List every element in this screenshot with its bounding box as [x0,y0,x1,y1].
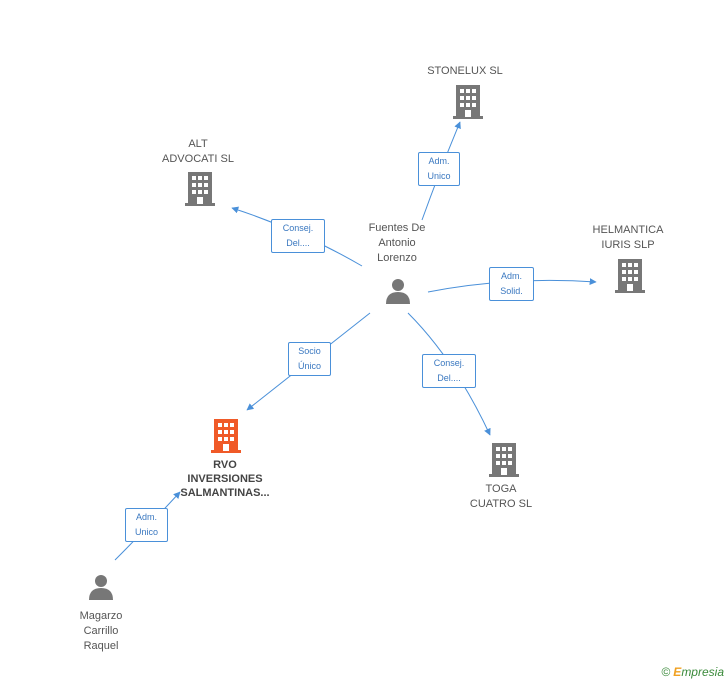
brand-footer[interactable]: ©Empresia [661,665,724,679]
edge-badge-helmantica-line-2: Solid. [500,286,523,296]
magarzo-label-line-1: Magarzo [79,610,123,622]
copyright-symbol: © [661,665,671,679]
edge-badge-stonelux[interactable]: Adm. Unico [418,152,460,186]
rvo-label-line-1: RVO [213,459,237,471]
edge-badge-helmantica[interactable]: Adm. Solid. [489,267,534,301]
building-icon[interactable] [489,443,519,482]
building-icon[interactable] [211,419,241,458]
toga-label-line-1: TOGA [485,483,517,495]
edge-badge-stonelux-line-2: Unico [427,171,451,181]
center-person-label[interactable]: Fuentes De Antonio Lorenzo [355,221,439,266]
magarzo-label-line-3: Raquel [83,640,119,652]
rvo-label[interactable]: RVO INVERSIONES SALMANTINAS... [160,458,290,500]
center-label-line-3: Lorenzo [377,252,417,264]
alt-label-line-2: ADVOCATI SL [162,153,234,165]
brand-name: mpresia [681,665,724,679]
edge-badge-toga-line-2: Del.... [437,373,461,383]
person-icon[interactable] [87,573,115,606]
rvo-label-line-2: INVERSIONES [187,473,263,485]
magarzo-label[interactable]: Magarzo Carrillo Raquel [59,609,143,654]
edge-badge-alt[interactable]: Consej. Del.... [271,219,325,253]
magarzo-label-line-2: Carrillo [83,625,119,637]
edge-badge-alt-line-1: Consej. [282,223,314,233]
helmantica-label[interactable]: HELMANTICA IURIS SLP [578,223,678,253]
alt-label-line-1: ALT [188,138,208,150]
brand-initial: E [673,665,682,679]
edge-badge-alt-line-2: Del.... [286,238,310,248]
toga-label-line-2: CUATRO SL [469,498,533,510]
rvo-label-line-3: SALMANTINAS... [180,487,270,499]
helmantica-label-line-2: IURIS SLP [601,239,655,251]
edge-badge-rvo[interactable]: Socio Único [288,342,331,376]
stonelux-label[interactable]: STONELUX SL [415,64,515,79]
edge-badge-rvo-line-1: Socio [298,346,321,356]
stonelux-label-line-1: STONELUX SL [427,65,503,77]
center-label-line-1: Fuentes De [368,222,426,234]
edge-badge-helmantica-line-1: Adm. [500,271,522,281]
edge-badge-stonelux-line-1: Adm. [428,156,450,166]
helmantica-label-line-1: HELMANTICA [592,224,664,236]
center-label-line-2: Antonio [378,237,416,249]
building-icon[interactable] [453,85,483,124]
toga-label[interactable]: TOGA CUATRO SL [451,482,551,512]
edge-badge-magarzo-line-1: Adm. [135,512,157,522]
edge-badge-toga-line-1: Consej. [433,358,465,368]
person-icon[interactable] [384,277,412,310]
alt-label[interactable]: ALT ADVOCATI SL [148,137,248,167]
edge-badge-magarzo-line-2: Unico [134,527,158,537]
building-icon[interactable] [185,172,215,211]
edge-badge-magarzo[interactable]: Adm. Unico [125,508,168,542]
edge-badge-toga[interactable]: Consej. Del.... [422,354,476,388]
building-icon[interactable] [615,259,645,298]
edge-badge-rvo-line-2: Único [297,361,321,371]
